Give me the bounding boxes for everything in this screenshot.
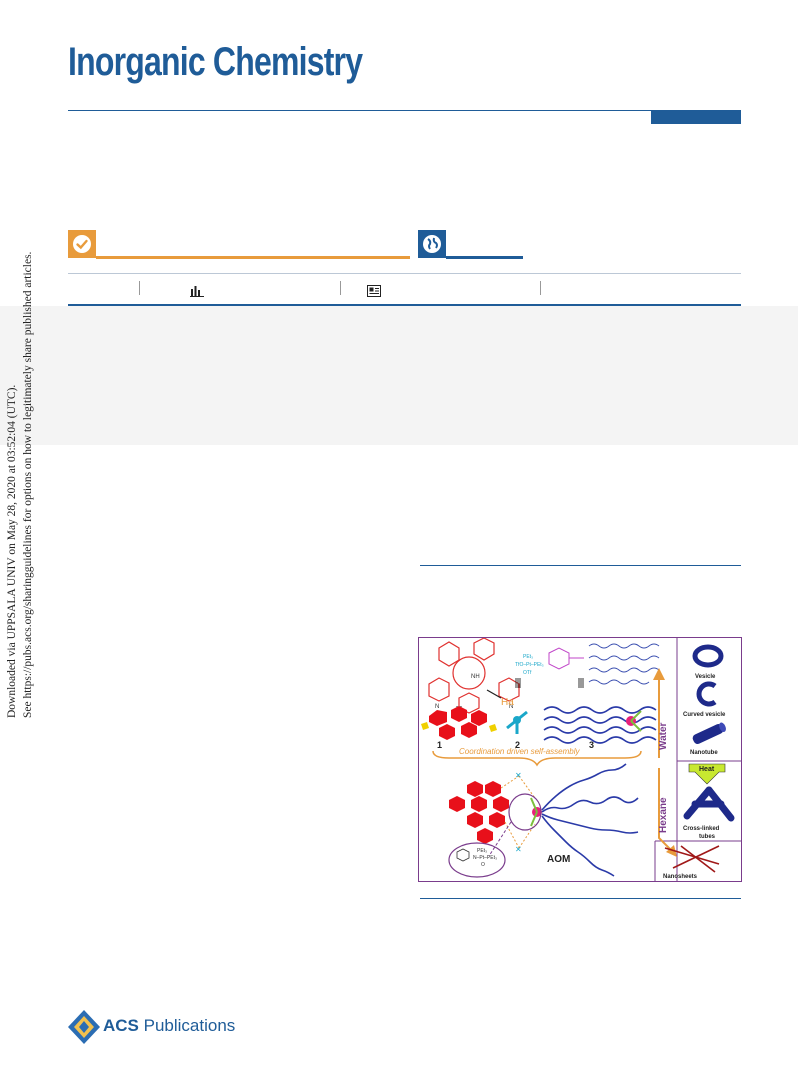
journal-title: Inorganic Chemistry bbox=[68, 40, 363, 84]
curved-vesicle-label: Curved vesicle bbox=[683, 712, 726, 718]
acs-publications-brand[interactable]: ACS Publications bbox=[103, 1016, 235, 1036]
nanosheets-label: Nanosheets bbox=[663, 874, 698, 880]
vesicle-label: Vesicle bbox=[695, 674, 716, 680]
globe-icon bbox=[423, 235, 441, 253]
acs-logo-icon[interactable] bbox=[68, 1010, 100, 1049]
metric-divider bbox=[540, 281, 541, 295]
assembly-label: Coordination driven self-assembly bbox=[459, 747, 581, 756]
svg-text:N: N bbox=[509, 704, 513, 710]
metric-divider bbox=[340, 281, 341, 295]
bar-chart-icon[interactable] bbox=[190, 284, 204, 302]
acs-brand-bold: ACS bbox=[103, 1016, 139, 1035]
ha-label: Ha bbox=[501, 697, 514, 708]
metrics-rule-top bbox=[68, 273, 741, 274]
svg-text:N: N bbox=[435, 704, 439, 710]
metric-divider bbox=[139, 281, 140, 295]
svg-text:PEt₃: PEt₃ bbox=[523, 654, 533, 660]
metrics-rule-bottom bbox=[68, 304, 741, 306]
hexane-label: Hexane bbox=[658, 797, 669, 833]
download-note-line-1: Downloaded via UPPSALA UNIV on May 28, 2… bbox=[6, 384, 18, 718]
cross-linked-label: Cross-linked bbox=[683, 826, 720, 832]
svg-text:NH: NH bbox=[471, 674, 480, 680]
abstract-panel bbox=[0, 306, 798, 445]
svg-text:OTf: OTf bbox=[523, 670, 532, 676]
toc-rule-top bbox=[420, 565, 741, 566]
header-rule bbox=[68, 110, 741, 111]
water-label: Water bbox=[658, 722, 669, 750]
label-1: 1 bbox=[437, 740, 442, 750]
label-3: 3 bbox=[589, 740, 594, 750]
svg-text:N–Pt–PEt₃: N–Pt–PEt₃ bbox=[473, 855, 497, 861]
global-access-badge[interactable] bbox=[418, 230, 446, 258]
download-note: Downloaded via UPPSALA UNIV on May 28, 2… bbox=[4, 252, 44, 720]
svg-text:✕: ✕ bbox=[515, 771, 522, 780]
label-2: 2 bbox=[515, 740, 520, 750]
svg-text:PEt₃: PEt₃ bbox=[477, 848, 487, 854]
global-access-rule bbox=[446, 256, 523, 259]
tubes-label: tubes bbox=[699, 834, 716, 840]
svg-text:✕: ✕ bbox=[515, 845, 522, 854]
toc-graphic: NH N N Ha PEt₃ TfO–Pt–PEt₃ OTf bbox=[418, 637, 742, 882]
acs-brand-rest: Publications bbox=[138, 1016, 236, 1035]
download-note-line-2: See https://pubs.acs.org/sharingguidelin… bbox=[22, 251, 34, 718]
open-access-badge[interactable] bbox=[68, 230, 96, 258]
toc-rule-bottom bbox=[420, 898, 741, 899]
article-icon[interactable] bbox=[367, 284, 381, 302]
nanotube-label: Nanotube bbox=[690, 750, 718, 756]
heat-label: Heat bbox=[699, 766, 715, 773]
svg-text:TfO–Pt–PEt₃: TfO–Pt–PEt₃ bbox=[515, 662, 544, 668]
header-rule-block bbox=[651, 110, 741, 124]
open-access-rule bbox=[96, 256, 410, 259]
svg-text:O: O bbox=[481, 862, 485, 868]
aom-label: AOM bbox=[547, 854, 570, 865]
check-circle-icon bbox=[73, 235, 91, 253]
